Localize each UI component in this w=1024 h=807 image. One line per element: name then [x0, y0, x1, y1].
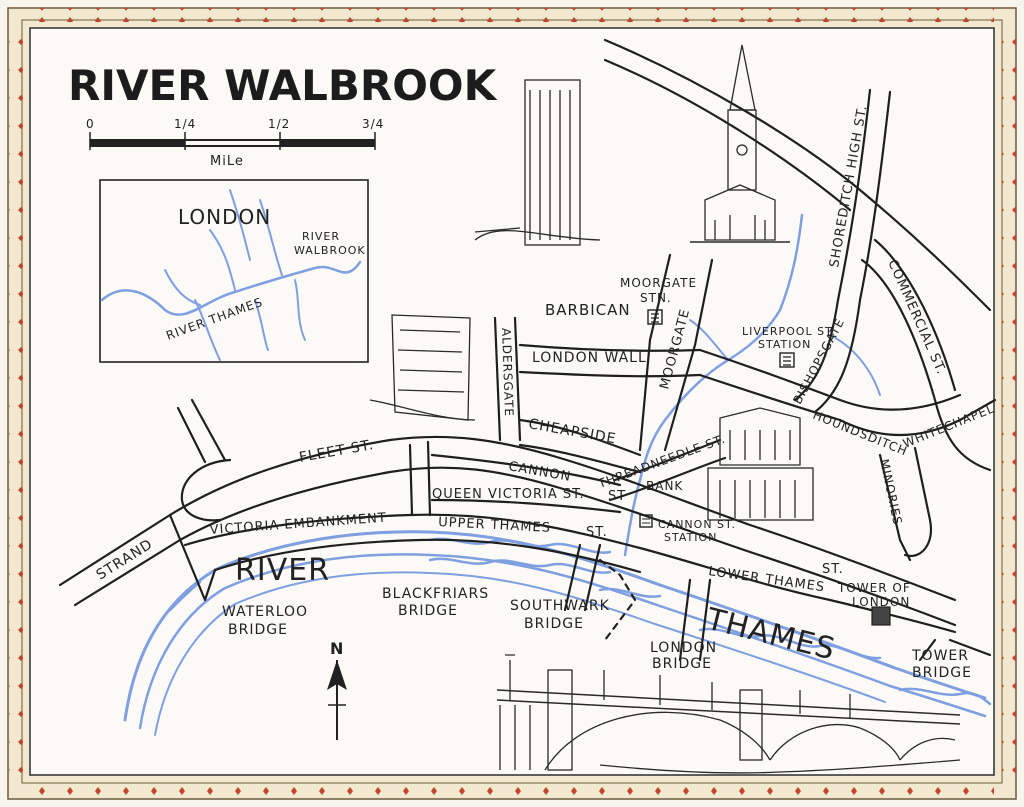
place-bank: BANK [646, 479, 683, 493]
street-upper-thames-st: ST. [586, 525, 608, 540]
bank-building-sketch [707, 407, 814, 521]
place-cannon-stn-2: STATION [664, 531, 717, 544]
place-labels: BARBICAN MOORGATE STN. LIVERPOOL ST. STA… [545, 276, 911, 609]
scale-tick-quarter: 1/4 [174, 117, 196, 131]
station-markers [639, 309, 891, 626]
bridge-blackfriars-1: BLACKFRIARS [382, 586, 489, 602]
scale-tick-three-quarter: 3/4 [362, 117, 384, 131]
bridge-tower-1: TOWER [911, 648, 969, 664]
inset-walbrook-label-2: WALBROOK [294, 244, 366, 257]
london-wall-ruin-sketch [369, 314, 476, 421]
street-cannon-st: ST [608, 489, 626, 504]
place-liverpool-1: LIVERPOOL ST. [742, 325, 836, 338]
scale-labels: 0 1/4 1/2 3/4 MiLe [86, 117, 384, 169]
inset-city-label: LONDON [178, 205, 271, 229]
street-aldersgate: ALDERSGATE [499, 328, 516, 418]
inset-walbrook-label-1: RIVER [302, 230, 340, 243]
street-queen-victoria: QUEEN VICTORIA ST. [432, 487, 585, 502]
road-network [58, 38, 997, 662]
map-title: RIVER WALBROOK [68, 61, 498, 110]
bridge-labels: WATERLOO BRIDGE BLACKFRIARS BRIDGE SOUTH… [222, 586, 972, 681]
london-bridge-sketch [496, 654, 961, 774]
north-arrow-label: N [330, 639, 344, 658]
place-moorgate-stn-1: MOORGATE [620, 276, 697, 290]
place-tower-2: LONDON [852, 595, 910, 609]
place-moorgate-stn-2: STN. [640, 291, 672, 305]
church-spire-sketch [690, 44, 790, 243]
bridge-london-1: LONDON [650, 640, 717, 656]
scale-tick-0: 0 [86, 117, 95, 131]
north-arrow [327, 660, 347, 740]
barbican-tower-sketch [474, 79, 601, 246]
street-london-wall: LONDON WALL [532, 350, 647, 366]
scale-tick-half: 1/2 [268, 117, 290, 131]
river-label-word1: RIVER [235, 553, 330, 588]
inset-map [99, 179, 369, 363]
bridge-waterloo-2: BRIDGE [228, 622, 288, 638]
place-barbican: BARBICAN [545, 301, 631, 319]
bridge-tower-2: BRIDGE [912, 665, 972, 681]
bridge-southwark-2: BRIDGE [524, 616, 584, 632]
scale-bar [89, 132, 376, 150]
scale-unit: MiLe [210, 154, 244, 169]
bridge-southwark-1: SOUTHWARK [510, 598, 610, 614]
street-upper-thames: UPPER THAMES [438, 515, 552, 536]
place-cannon-stn-1: CANNON ST. [658, 518, 736, 531]
bridge-blackfriars-2: BRIDGE [398, 603, 458, 619]
place-tower-1: TOWER OF [837, 581, 911, 595]
place-liverpool-2: STATION [758, 338, 811, 351]
bridge-waterloo-1: WATERLOO [222, 604, 308, 620]
bridge-london-2: BRIDGE [652, 656, 712, 672]
street-lower-thames-st: ST. [822, 562, 844, 577]
